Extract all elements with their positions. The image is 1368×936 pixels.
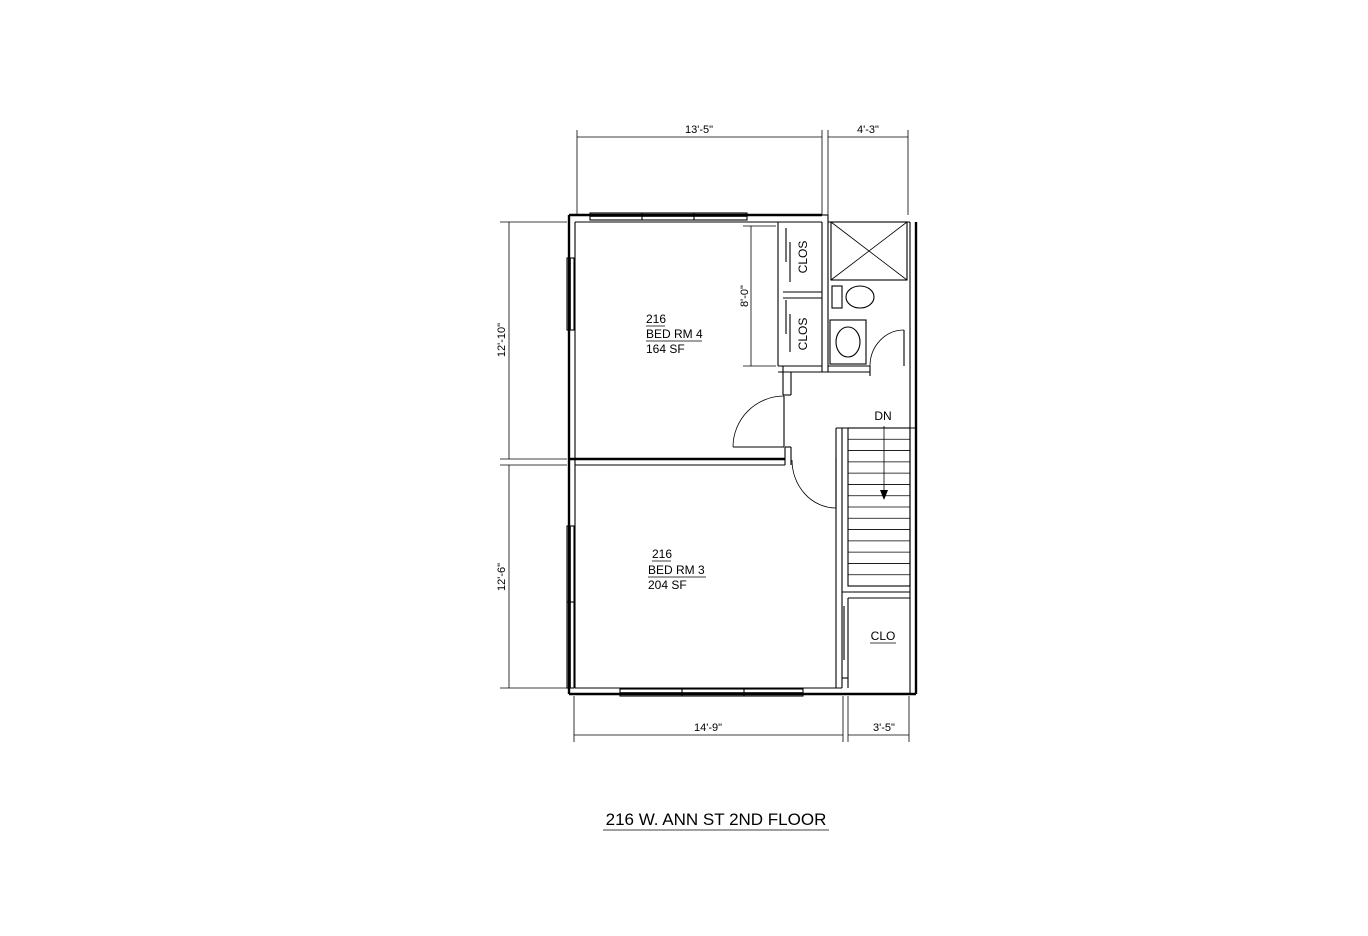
stair-down-label: DN	[874, 409, 891, 423]
toilet-bowl-icon	[845, 285, 875, 309]
bed-rm-4-name: BED RM 4	[646, 327, 703, 341]
sink-basin-icon	[835, 326, 861, 358]
dim-top-left: 13'-5"	[685, 124, 713, 136]
dim-left-lower: 12'-6"	[496, 563, 508, 591]
plan-title-group: 216 W. ANN ST 2ND FLOOR	[603, 810, 829, 831]
bathroom-fixtures	[829, 221, 908, 365]
bed-rm-3-name: BED RM 3	[648, 563, 705, 577]
dim-top-right: 4'-3"	[857, 124, 879, 136]
dimension-lines	[500, 130, 910, 742]
stairs	[847, 427, 911, 587]
closet-upper-label: CLOS	[796, 241, 810, 274]
bed-rm-3-number: 216	[652, 547, 672, 561]
bed-rm-4-area: 164 SF	[646, 342, 685, 356]
room-labels: 216 BED RM 4 164 SF 216 BED RM 3 204 SF …	[646, 241, 896, 644]
toilet-tank-icon	[831, 285, 843, 309]
dim-bottom-right: 3'-5"	[873, 722, 895, 734]
plan-title: 216 W. ANN ST 2ND FLOOR	[606, 810, 827, 829]
shower-stall	[830, 221, 908, 281]
dim-left-upper: 12'-10"	[496, 323, 508, 357]
dimension-labels: 13'-5" 4'-3" 14'-9" 3'-5" 12'-10" 12'-6"…	[496, 124, 895, 734]
dim-bottom-left: 14'-9"	[694, 722, 722, 734]
windows	[566, 212, 804, 697]
bed-rm-4-number: 216	[646, 312, 666, 326]
exterior-walls	[567, 213, 918, 696]
sink-vanity	[829, 319, 867, 365]
doors	[732, 228, 905, 660]
stair-arrow	[880, 426, 888, 500]
bed-rm-3-area: 204 SF	[648, 578, 687, 592]
dim-closet-height: 8'-0"	[739, 285, 751, 307]
interior-walls	[569, 221, 916, 688]
closet-stair-label: CLO	[871, 629, 896, 643]
closet-lower-label: CLOS	[796, 318, 810, 351]
